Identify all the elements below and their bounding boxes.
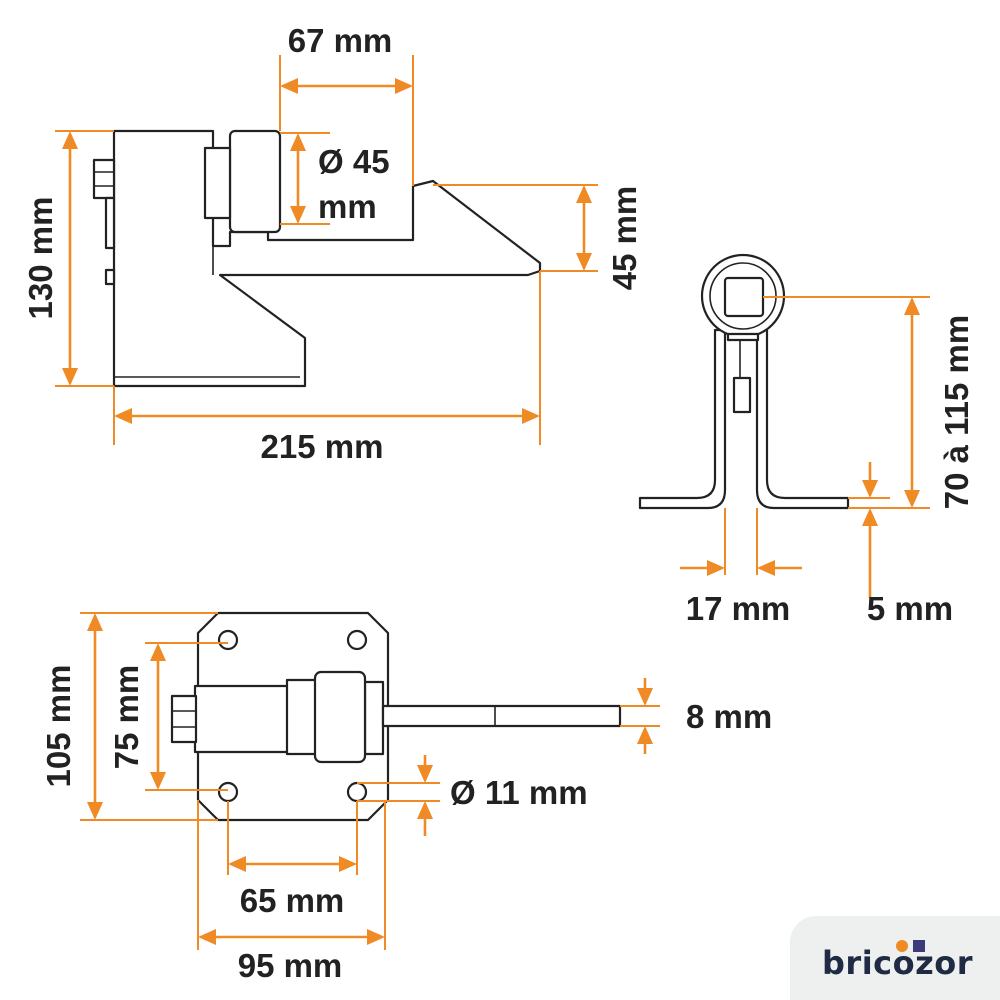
brand-logo: bricozor	[822, 944, 973, 982]
top-view-hole	[217, 781, 239, 803]
brand-badge	[790, 916, 1000, 1000]
leg-spacing-label: 17 mm	[686, 590, 791, 627]
arm-height-label: 45 mm	[606, 186, 643, 291]
top-view-hole	[346, 629, 368, 651]
end-view-clip	[726, 332, 760, 342]
end-view-bracket-right	[755, 328, 850, 510]
top-view-hinge-plate	[363, 680, 385, 756]
side-view-nut	[92, 158, 116, 200]
top-view-nut	[170, 694, 198, 744]
hole-diameter-label: Ø 11 mm	[450, 774, 588, 811]
side-view-body	[112, 129, 542, 388]
top-view-barrel	[193, 684, 292, 754]
brand-dot-icon	[896, 940, 908, 952]
end-view-pin-square	[723, 276, 765, 318]
end-view: 70 à 115 mm 5 mm 17 mm	[638, 253, 975, 627]
top-view-rod	[381, 704, 622, 728]
end-view-bracket	[638, 328, 727, 510]
end-view-tab	[732, 376, 752, 414]
width-top-label: 67 mm	[288, 22, 393, 59]
side-view-pin-barrel	[228, 129, 282, 234]
total-length-label: 215 mm	[261, 428, 384, 465]
brand-square-icon	[913, 940, 925, 952]
hole-spacing-h-label: 65 mm	[240, 882, 345, 919]
side-view-pin-collar	[203, 146, 232, 220]
side-view-stud	[104, 268, 116, 286]
total-height-label: 130 mm	[22, 197, 59, 320]
rod-diameter-label: 8 mm	[686, 698, 772, 735]
top-view-collar	[285, 678, 319, 756]
pin-diameter-label: Ø 45	[318, 143, 390, 180]
plate-width-label: 95 mm	[238, 947, 343, 984]
hole-spacing-v-label: 75 mm	[108, 665, 145, 770]
side-view: 67 mm Ø 45 mm 130 mm 45 mm 215 mm	[22, 22, 643, 465]
side-view-washer	[104, 196, 116, 250]
pin-diameter-unit-label: mm	[318, 188, 377, 225]
plate-height-label: 105 mm	[40, 665, 77, 788]
adjust-height-label: 70 à 115 mm	[938, 315, 975, 510]
top-view-hole	[217, 629, 239, 651]
top-view: 8 mm 105 mm 75 mm Ø 11 mm 65 mm	[40, 611, 772, 984]
top-view-pin-head	[313, 670, 367, 764]
top-view-hole	[346, 781, 368, 803]
plate-thickness-label: 5 mm	[867, 590, 953, 627]
